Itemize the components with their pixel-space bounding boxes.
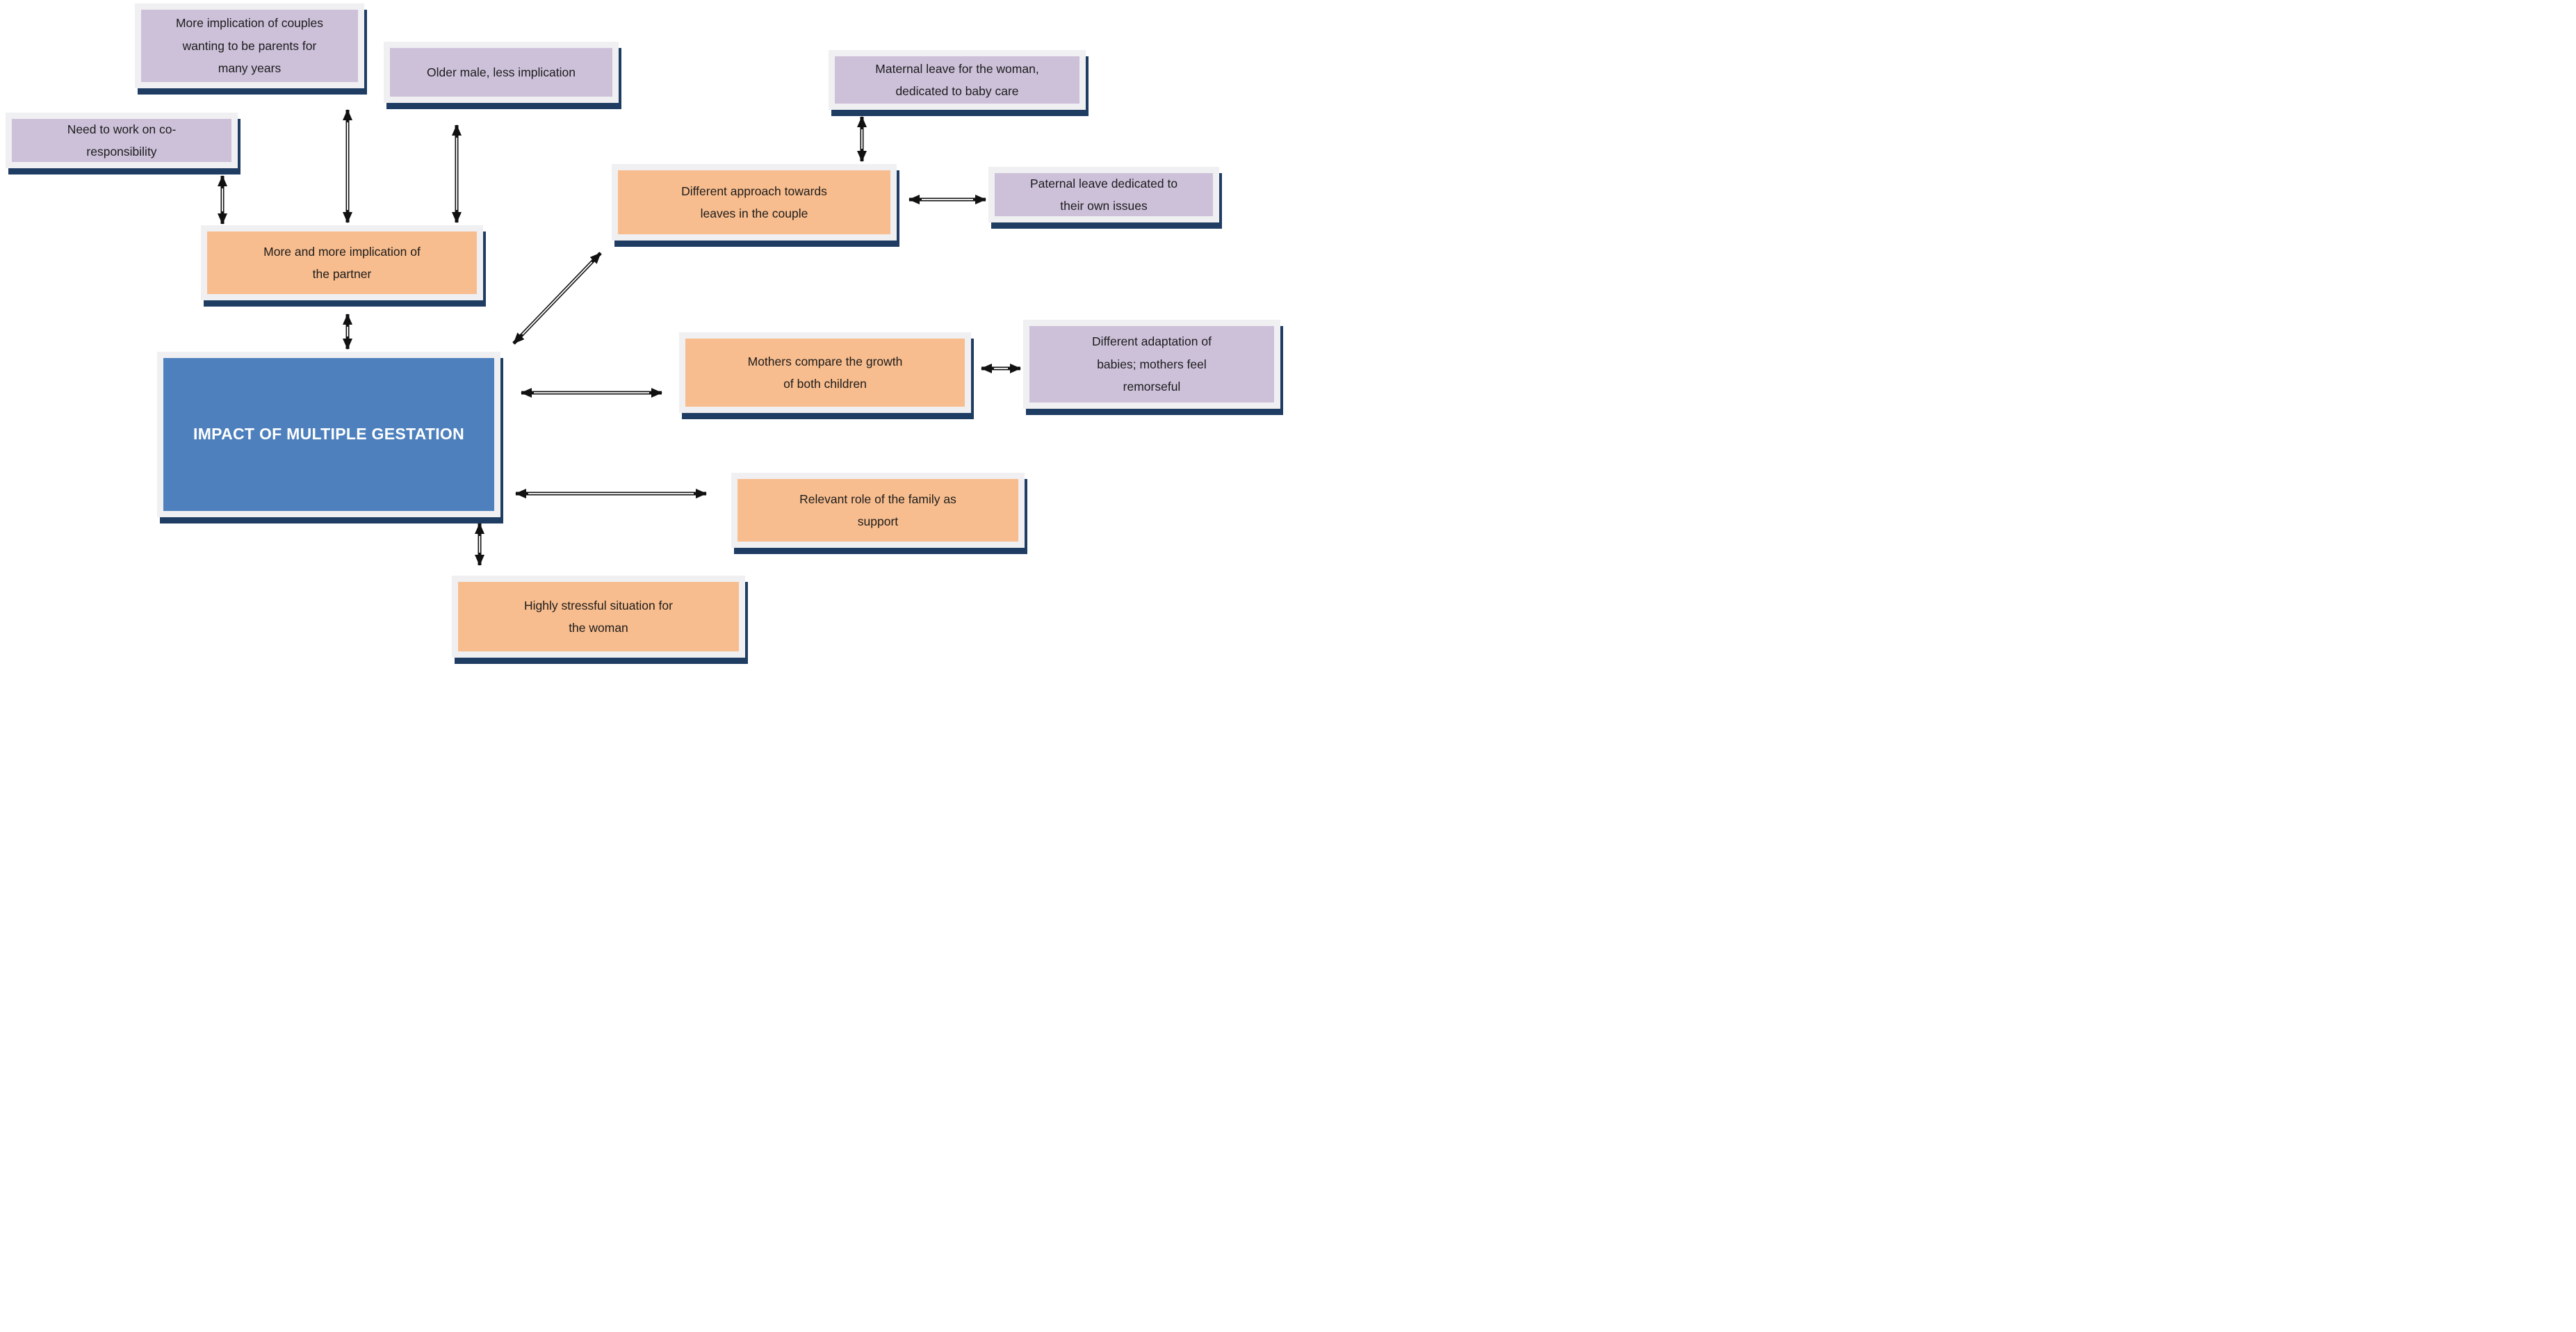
node-family-support: Relevant role of the family as support (731, 473, 1025, 548)
node-paternal-leave-label: Paternal leave dedicated to their own is… (1029, 176, 1178, 213)
node-couples-implication: More implication of couples wanting to b… (135, 3, 364, 88)
node-leaves-approach-label: Different approach towards leaves in the… (681, 184, 827, 220)
node-impact-central-label: IMPACT OF MULTIPLE GESTATION (193, 425, 464, 444)
node-co-responsibility-label: Need to work on co- responsibility (67, 122, 177, 159)
connector-impact-central--leaves-approach (512, 252, 602, 345)
node-different-adaptation-label: Different adaptation of babies; mothers … (1092, 334, 1212, 394)
node-mothers-compare: Mothers compare the growth of both child… (679, 332, 971, 413)
node-mothers-compare-label: Mothers compare the growth of both child… (747, 354, 903, 391)
diagram-canvas: More implication of couples wanting to b… (0, 0, 1288, 666)
node-leaves-approach: Different approach towards leaves in the… (612, 164, 897, 241)
node-impact-central: IMPACT OF MULTIPLE GESTATION (157, 352, 500, 517)
node-older-male-label: Older male, less implication (427, 65, 576, 79)
node-stressful-situation-label: Highly stressful situation for the woman (524, 598, 673, 635)
node-partner-implication-label: More and more implication of the partner (263, 244, 421, 281)
node-couples-implication-label: More implication of couples wanting to b… (175, 16, 324, 76)
node-stressful-situation: Highly stressful situation for the woman (452, 576, 745, 658)
node-co-responsibility: Need to work on co- responsibility (6, 113, 238, 168)
node-partner-implication: More and more implication of the partner (201, 225, 483, 300)
node-maternal-leave-label: Maternal leave for the woman, dedicated … (875, 61, 1039, 98)
node-different-adaptation: Different adaptation of babies; mothers … (1023, 320, 1280, 409)
node-paternal-leave: Paternal leave dedicated to their own is… (988, 167, 1219, 222)
node-maternal-leave: Maternal leave for the woman, dedicated … (829, 50, 1086, 110)
node-older-male: Older male, less implication (384, 42, 619, 103)
node-family-support-label: Relevant role of the family as support (799, 492, 956, 528)
